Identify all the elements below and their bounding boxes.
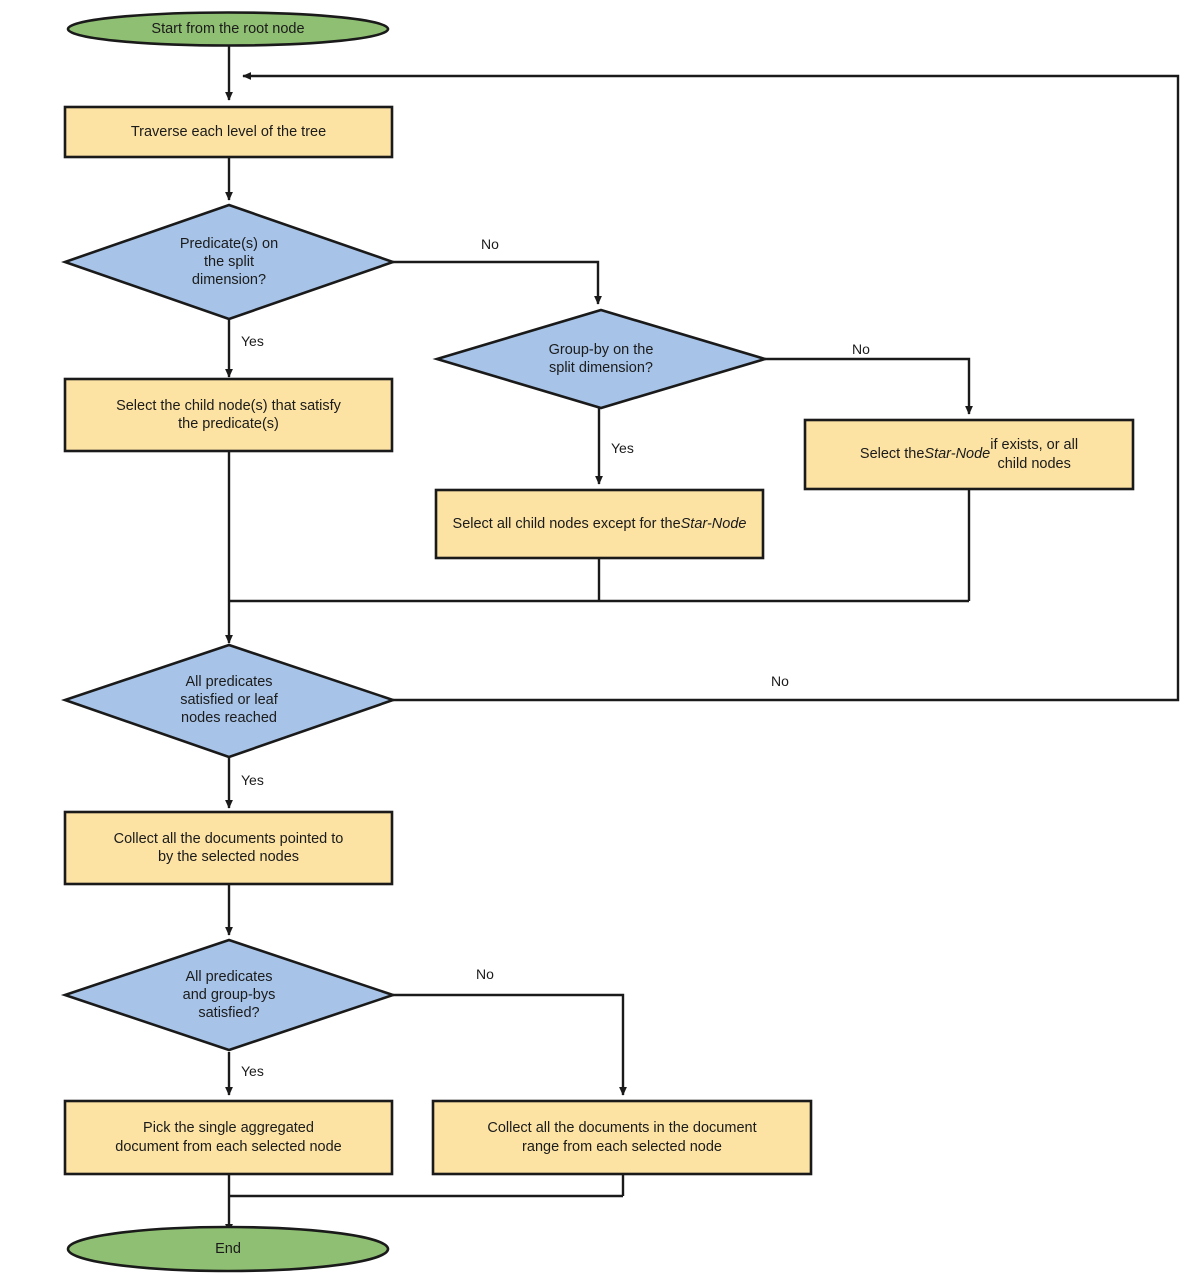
connector-allpg-no: [393, 993, 627, 1096]
node-shape-all-predicates-or-leaf: [60, 643, 398, 759]
edge-label-allpg-no: No: [476, 966, 494, 982]
node-shape-select-star-or-all: [803, 418, 1135, 491]
node-shape-predicate-split: [61, 203, 397, 321]
node-shape-all-predicates-groupbys: [60, 938, 398, 1052]
edge-label-groupby-no: No: [852, 341, 870, 357]
node-shape-start: [66, 11, 390, 47]
connector-group: [225, 45, 1180, 1233]
connector-groupby-no: [765, 357, 973, 415]
connector-predicate-no: [393, 260, 602, 305]
node-shape-traverse: [63, 105, 394, 159]
edge-label-groupby-yes: Yes: [611, 440, 634, 456]
edge-label-predicate-no: No: [481, 236, 499, 252]
node-shape-select-except-star: [434, 488, 765, 560]
connector-allpred-no-loopback: [242, 72, 1180, 702]
node-shape-collect-documents: [63, 810, 394, 886]
edge-label-allpg-yes: Yes: [241, 1063, 264, 1079]
edge-label-predicate-yes: Yes: [241, 333, 264, 349]
edge-label-allpred-no: No: [771, 673, 789, 689]
node-shape-groupby-split: [432, 308, 770, 410]
edge-label-allpred-yes: Yes: [241, 772, 264, 788]
node-shape-pick-aggregated: [63, 1099, 394, 1176]
node-shape-group: [60, 11, 1135, 1273]
node-shape-collect-range: [431, 1099, 813, 1176]
node-shape-select-child-predicate: [63, 377, 394, 453]
node-shape-end: [66, 1225, 390, 1273]
